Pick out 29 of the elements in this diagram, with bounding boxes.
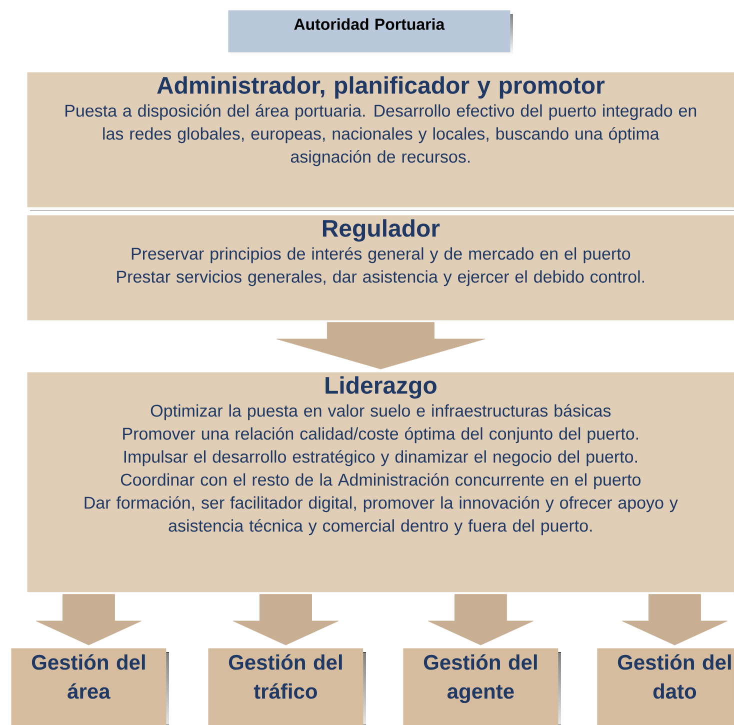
area-box xyxy=(403,648,561,725)
box-text: Optimizar la puesta en valor suelo e infraestructuras básicas xyxy=(150,404,611,420)
header-box xyxy=(228,10,513,56)
box-title: Gestión del agente xyxy=(424,654,537,704)
role-box xyxy=(27,72,734,211)
box-text: Dar formación, ser facilitador digital, promover la innovación y ofrecer apoyo y asistencia técnica y comercial dentro y fuera del puerto. xyxy=(84,496,678,536)
box-title: Autoridad Portuaria xyxy=(294,18,445,30)
block-arrow xyxy=(232,594,338,646)
box-title: Gestión del dato xyxy=(618,654,731,699)
block-arrow xyxy=(428,594,534,646)
role-box xyxy=(27,372,734,596)
box-text: Puesta a disposición del área portuaria. Desarrollo efectivo del puerto integrado en las redes globales, europeas, nacionales y locales, buscando una óptima asignación de recursos. xyxy=(66,104,696,166)
box-title: Administrador, planificador y promotor xyxy=(157,76,605,99)
role-box xyxy=(27,215,734,324)
box-title: Liderazgo xyxy=(326,376,436,399)
box-title: Gestión del tráfico xyxy=(228,654,342,699)
box-title: Regulador xyxy=(322,219,440,242)
block-arrow xyxy=(36,594,142,646)
box-text: Impulsar el desarrollo estratégico y dinamizar el negocio del puerto. xyxy=(124,450,637,466)
box-title: Gestión del área xyxy=(32,654,145,699)
area-box xyxy=(208,648,366,725)
block-arrow xyxy=(276,322,485,370)
block-arrow xyxy=(622,594,728,646)
box-text: Promover una relación calidad/coste óptima del conjunto del puerto. xyxy=(123,427,638,444)
area-box xyxy=(597,648,734,725)
box-text: Coordinar con el resto de la Administración concurrente en el puerto xyxy=(120,473,640,490)
box-text: Prestar servicios generales, dar asistencia y ejercer el debido control. xyxy=(117,270,644,286)
area-box xyxy=(11,648,169,725)
box-text: Preservar principios de interés general y de mercado en el puerto xyxy=(132,247,630,264)
